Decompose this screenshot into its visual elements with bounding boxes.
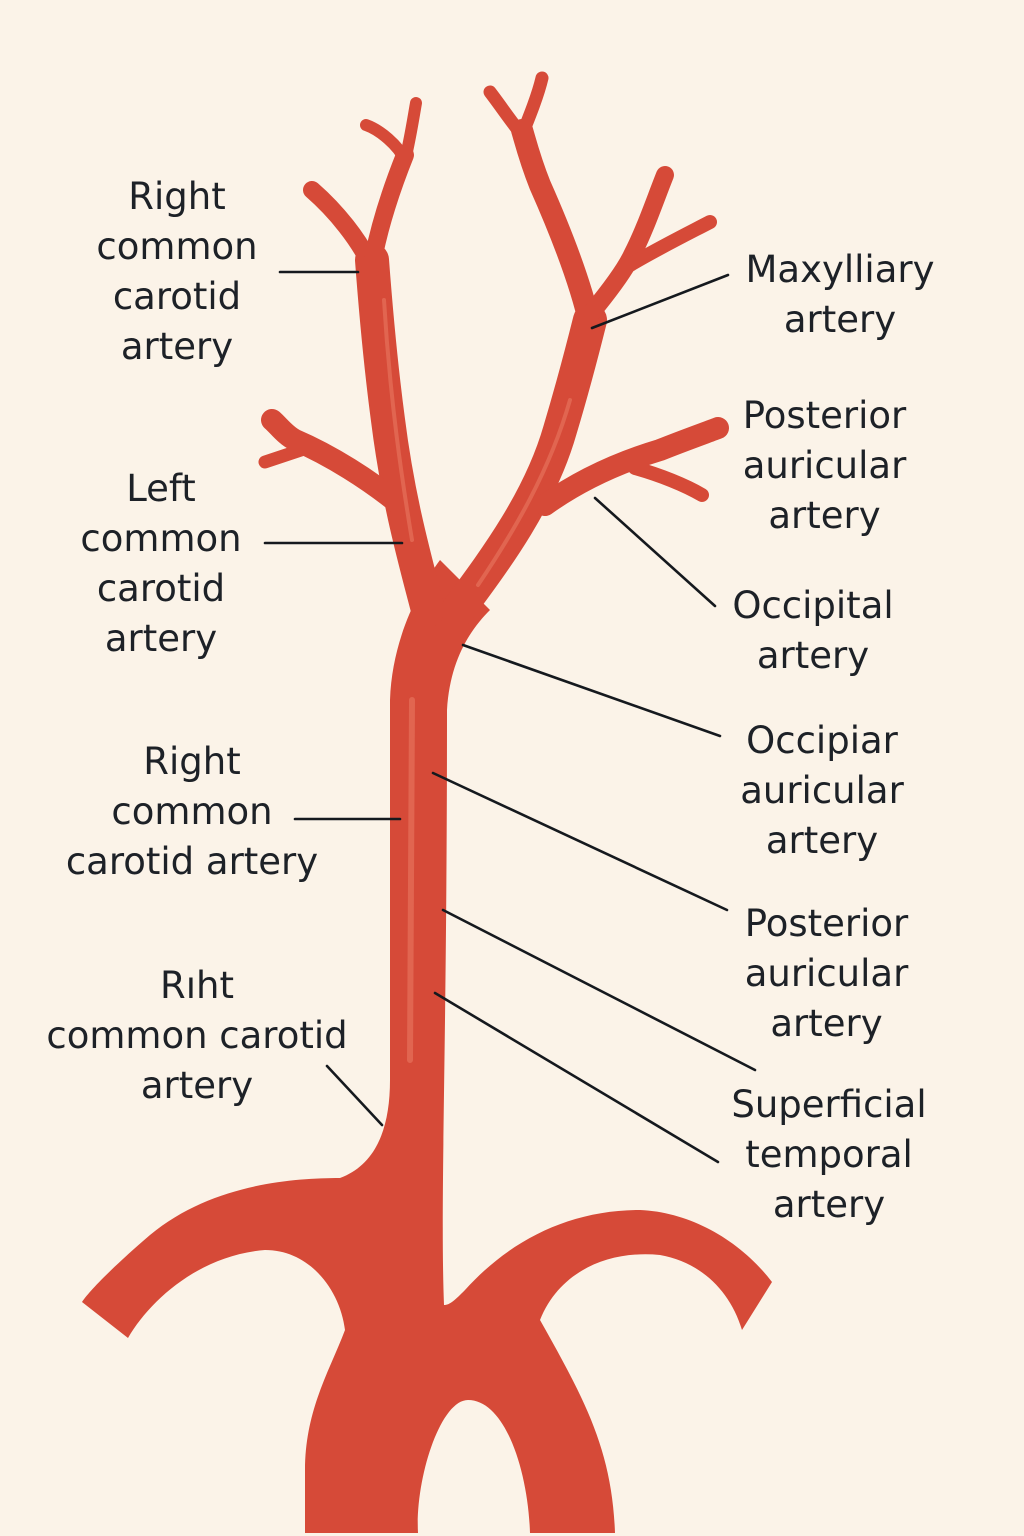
leader-lines xyxy=(263,270,757,1164)
leader-right-6a xyxy=(441,908,757,1072)
left-side-twig xyxy=(258,440,317,469)
left-top-branch-b xyxy=(399,97,422,166)
left-main-branch xyxy=(355,243,445,627)
leader-right-6b xyxy=(433,991,720,1164)
leader-left-4 xyxy=(325,1064,384,1127)
right-maxillary-branch xyxy=(583,166,674,321)
right-top-branch-a xyxy=(483,85,529,142)
left-upper-branch-b xyxy=(363,146,414,274)
left-branch-highlight xyxy=(382,298,414,542)
leader-right-1 xyxy=(590,273,730,330)
right-branch-highlight xyxy=(476,398,572,587)
aortic-arch-and-trunk xyxy=(82,560,772,1533)
right-posterior-twig xyxy=(628,461,709,502)
leader-right-3 xyxy=(593,496,717,608)
trunk-highlight xyxy=(407,697,415,1063)
leader-right-4 xyxy=(461,643,722,738)
right-upper-branch xyxy=(511,119,601,336)
right-top-branch-b xyxy=(515,71,549,142)
left-upper-branch-a xyxy=(303,181,381,277)
left-top-branch-a xyxy=(360,119,411,166)
right-main-branch xyxy=(441,303,607,627)
leader-right-5 xyxy=(431,771,729,912)
right-maxillary-twig xyxy=(623,215,717,272)
right-posterior-branch xyxy=(534,417,729,516)
